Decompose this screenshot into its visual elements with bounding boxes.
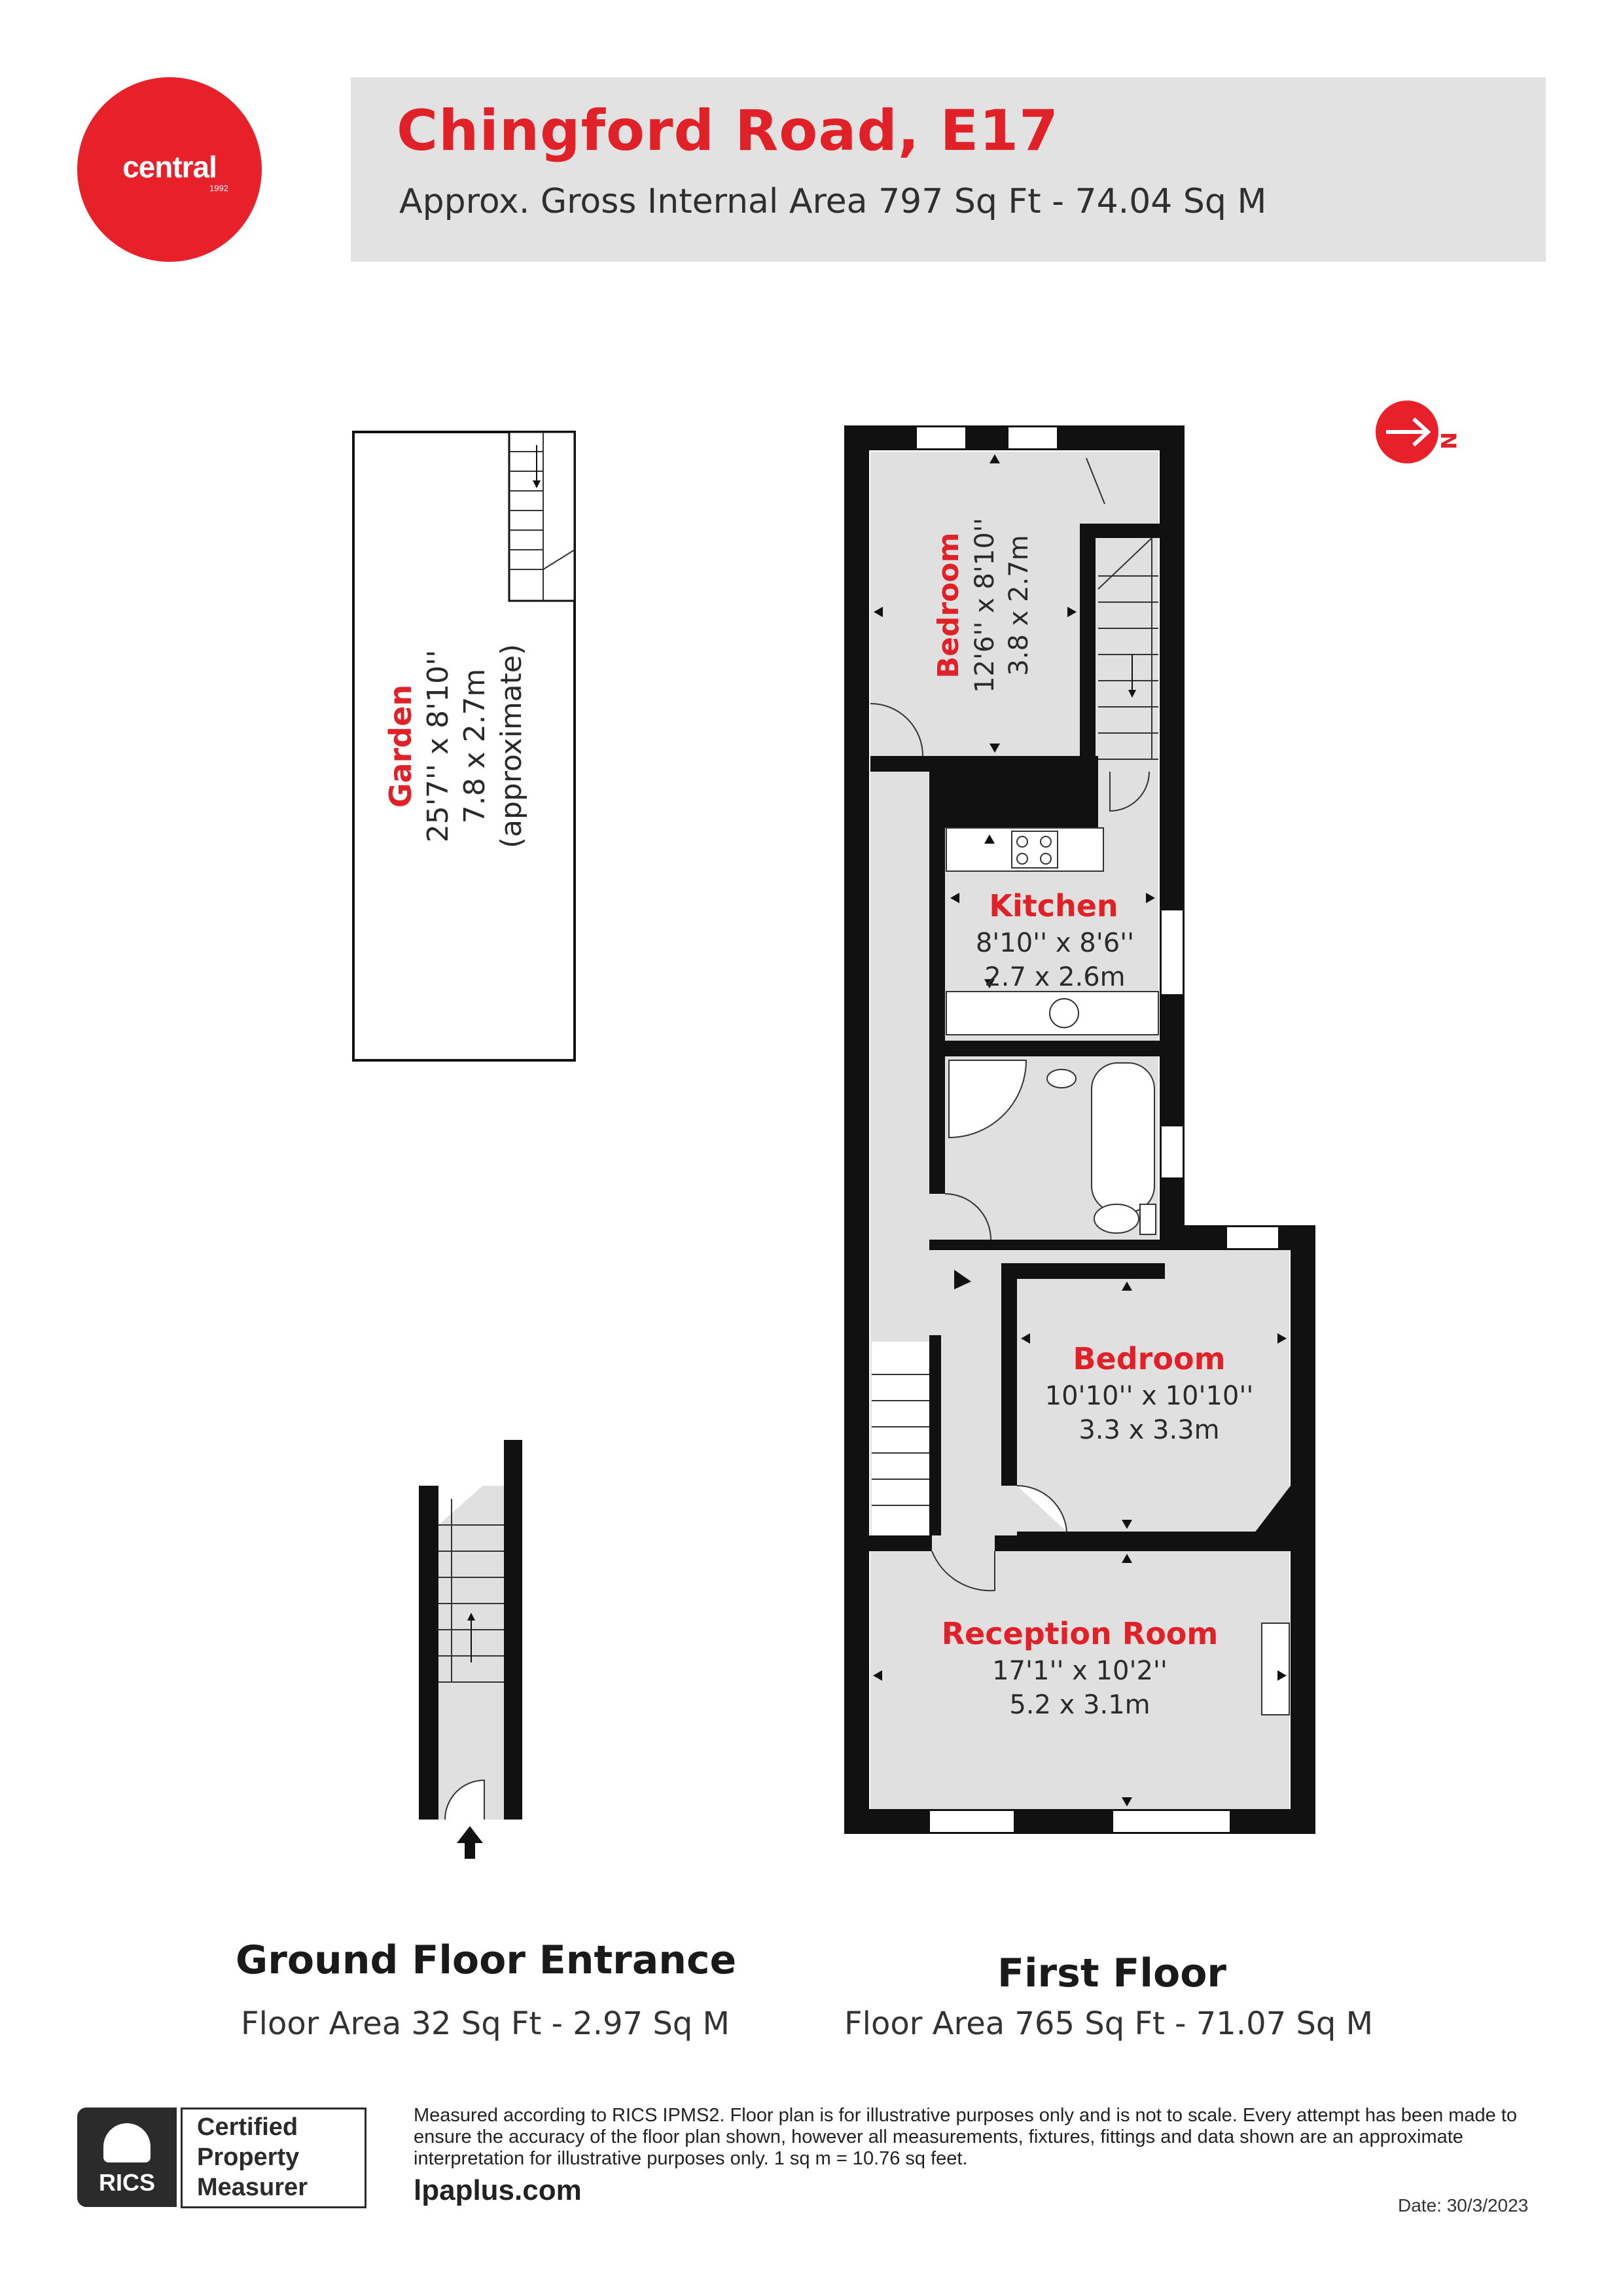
rics-certified-text-box: Certified Property Measurer	[181, 2108, 366, 2208]
garden-area	[352, 431, 576, 1062]
floor-area-first: Floor Area 765 Sq Ft - 71.07 Sq M	[844, 2005, 1374, 2042]
north-arrow-icon: N	[1376, 401, 1461, 463]
compass-label: N	[1436, 432, 1461, 450]
disclaimer-text: Measured according to RICS IPMS2. Floor …	[414, 2105, 1518, 2169]
rics-line-certified: Certified	[197, 2113, 298, 2141]
bedroom2-dim-imperial: 10'10'' x 10'10''	[1045, 1381, 1254, 1411]
brand-logo-wordmark: central	[122, 150, 217, 184]
garden-name: Garden	[383, 685, 418, 808]
garden-dim-metric: 7.8 x 2.7m	[458, 669, 491, 824]
rics-line-measurer: Measurer	[197, 2174, 308, 2201]
bedroom2-dim-metric: 3.3 x 3.3m	[1079, 1415, 1219, 1445]
bedroom1-name: Bedroom	[932, 533, 965, 679]
garden-dim-imperial: 25'7'' x 8'10''	[421, 650, 455, 843]
plan-date: Date: 30/3/2023	[1398, 2195, 1529, 2215]
gross-area-subtitle: Approx. Gross Internal Area 797 Sq Ft - …	[399, 182, 1267, 221]
basin-icon	[1046, 1069, 1077, 1088]
brand-logo: central 1992	[77, 77, 262, 262]
garden-note: (approximate)	[495, 644, 528, 848]
garden-label-group: Garden 25'7'' x 8'10'' 7.8 x 2.7m (appro…	[383, 644, 528, 848]
fireplace-icon	[1261, 1623, 1290, 1715]
bathtub-icon	[1091, 1062, 1155, 1213]
rics-line-property: Property	[197, 2144, 300, 2171]
reception-name: Reception Room	[942, 1616, 1219, 1651]
floor-area-ground: Floor Area 32 Sq Ft - 2.97 Sq M	[241, 2005, 730, 2042]
kitchen-name: Kitchen	[989, 888, 1118, 924]
reception-dim-imperial: 17'1'' x 10'2''	[992, 1656, 1168, 1686]
bedroom1-dim-imperial: 12'6'' x 8'10''	[970, 518, 1000, 693]
shower-icon	[948, 1060, 1027, 1139]
entrance-arrow-icon	[457, 1826, 483, 1859]
rics-lion-icon	[103, 2123, 151, 2162]
kitchen-dim-metric: 2.7 x 2.6m	[984, 962, 1125, 992]
toilet-icon	[1094, 1204, 1139, 1234]
kitchen-dim-imperial: 8'10'' x 8'6''	[976, 928, 1134, 958]
header-banner	[351, 77, 1546, 262]
brand-logo-year: 1992	[209, 183, 228, 193]
bedroom1-dim-metric: 3.8 x 2.7m	[1004, 535, 1034, 675]
sink-icon	[1049, 998, 1079, 1028]
website-link[interactable]: lpaplus.com	[414, 2174, 582, 2206]
ground-entrance-plan	[419, 1440, 522, 1859]
rics-wordmark: RICS	[98, 2169, 155, 2196]
reception-dim-metric: 5.2 x 3.1m	[1009, 1690, 1150, 1720]
first-floor-plan	[844, 425, 1315, 1834]
bedroom2-name: Bedroom	[1073, 1341, 1225, 1376]
page-title: Chingford Road, E17	[397, 98, 1059, 164]
floor-title-first: First Floor	[997, 1950, 1227, 1996]
rics-certification-badge: RICS Certified Property Measurer	[77, 2108, 366, 2208]
floor-title-ground: Ground Floor Entrance	[236, 1937, 737, 1983]
rics-emblem: RICS	[77, 2108, 177, 2207]
bedroom1-label-group: Bedroom 12'6'' x 8'10'' 3.8 x 2.7m	[932, 518, 1034, 693]
